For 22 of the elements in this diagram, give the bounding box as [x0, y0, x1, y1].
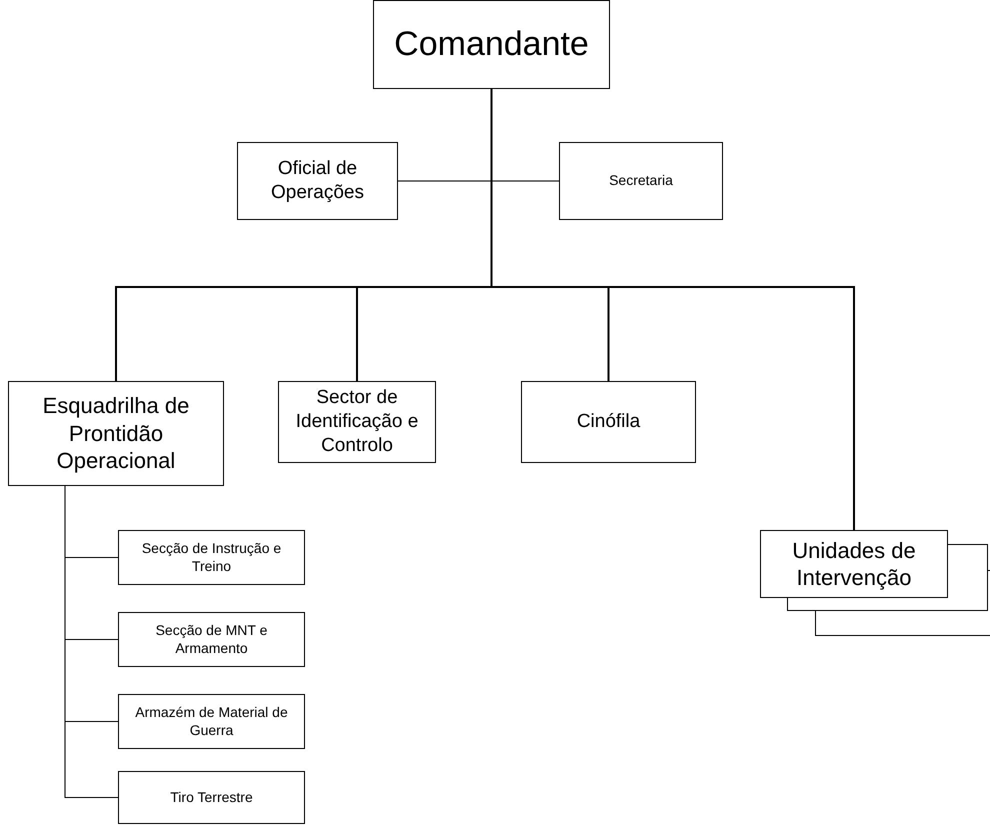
- org-unit-box: [118, 530, 305, 585]
- unit-name: Secção de MNT e Armamento: [154, 622, 268, 657]
- unit-name: Secretaria: [609, 172, 673, 190]
- org-unit-box: [237, 142, 398, 220]
- org-unit-box: [521, 381, 696, 463]
- org-unit-box: [559, 142, 723, 220]
- org-unit-box: [118, 771, 305, 824]
- unit-name: Tiro Terrestre: [170, 788, 253, 806]
- unit-name: Sector de Identificação e Controlo: [294, 386, 420, 458]
- org-unit-box: [118, 694, 305, 749]
- org-unit-box: [373, 0, 610, 89]
- unit-name: Unidades de Intervenção: [791, 536, 917, 592]
- unit-name: Comandante: [394, 24, 589, 66]
- org-unit-box: [8, 381, 224, 486]
- unit-name: Armazém de Material de Guerra: [134, 704, 289, 739]
- unit-name: Secção de Instrução e Treino: [140, 540, 282, 575]
- org-unit-box: [118, 612, 305, 667]
- stacked-org-unit-box: [760, 530, 990, 636]
- unit-name: Cinófila: [576, 410, 640, 434]
- org-unit-box: [278, 381, 436, 463]
- unit-name: Esquadrilha de Prontidão Operacional: [42, 392, 190, 475]
- unit-name: Oficial de Operações: [270, 157, 365, 205]
